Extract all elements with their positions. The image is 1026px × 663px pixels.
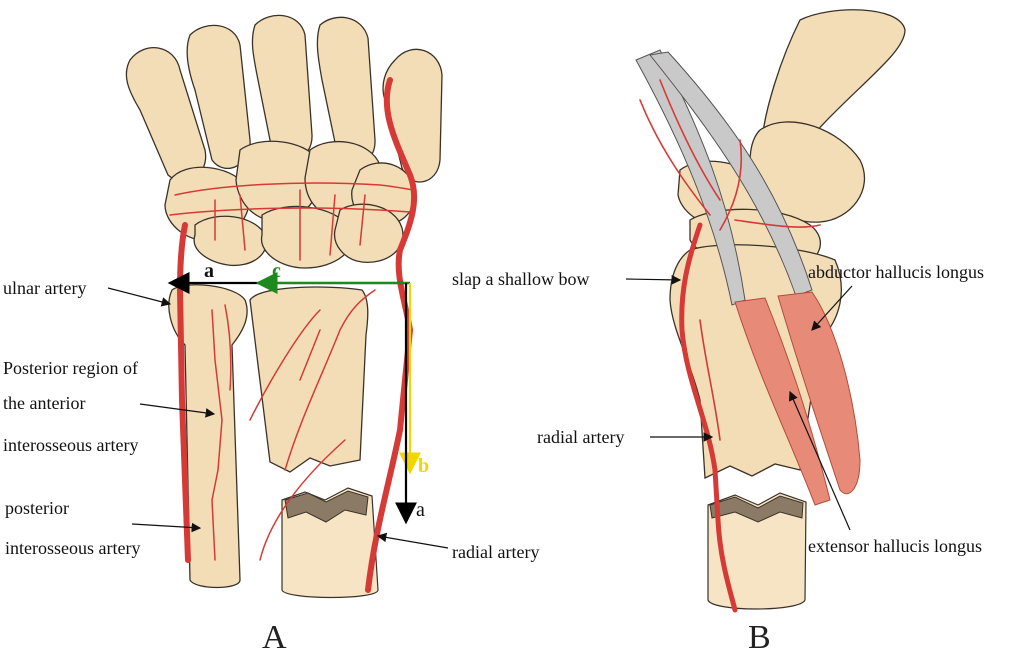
labels-a: ulnar artery Posterior region of the ant… <box>3 278 539 562</box>
label-radial-artery-b: radial artery <box>537 427 624 447</box>
radius-distal <box>249 286 379 599</box>
label-posterior-interosseous-line2: interosseous artery <box>5 538 140 558</box>
metacarpals <box>125 14 443 183</box>
arteries-a <box>169 77 418 593</box>
label-posterior-interosseous-line1: posterior <box>5 498 69 518</box>
leaders-a <box>107 287 449 549</box>
leaders-b <box>625 275 853 531</box>
panel-b-illustration: slap a shallow bow abductor hallucis lon… <box>452 9 984 656</box>
labels-b: slap a shallow bow abductor hallucis lon… <box>452 262 984 556</box>
label-radial-artery-a: radial artery <box>452 542 539 562</box>
arteries-b <box>639 79 821 613</box>
label-posterior-region-line2: the anterior <box>3 393 85 413</box>
ulna-bone <box>168 284 248 589</box>
panel-a-illustration: a c b a ulnar artery Posterior region of… <box>3 14 539 656</box>
vector-a-vertical-label: a <box>416 499 425 521</box>
label-posterior-region-line1: Posterior region of <box>3 358 138 378</box>
vector-c-label: c <box>272 260 281 282</box>
panel-a-letter: A <box>262 619 287 656</box>
label-extensor-hallucis-longus: extensor hallucis longus <box>808 536 982 556</box>
panel-b-letter: B <box>748 619 771 656</box>
muscles-b <box>734 291 861 506</box>
label-slap-shallow-bow: slap a shallow bow <box>452 269 589 289</box>
tendons-b <box>635 49 813 306</box>
label-ulnar-artery: ulnar artery <box>3 278 86 298</box>
label-posterior-region-line3: interosseous artery <box>3 435 138 455</box>
hand-bones-b <box>677 9 906 269</box>
vector-a-horizontal-label: a <box>204 260 214 282</box>
vector-arrows: a c b a <box>167 260 429 525</box>
vector-b-label: b <box>418 455 429 477</box>
label-abductor-hallucis-longus: abductor hallucis longus <box>808 262 984 282</box>
